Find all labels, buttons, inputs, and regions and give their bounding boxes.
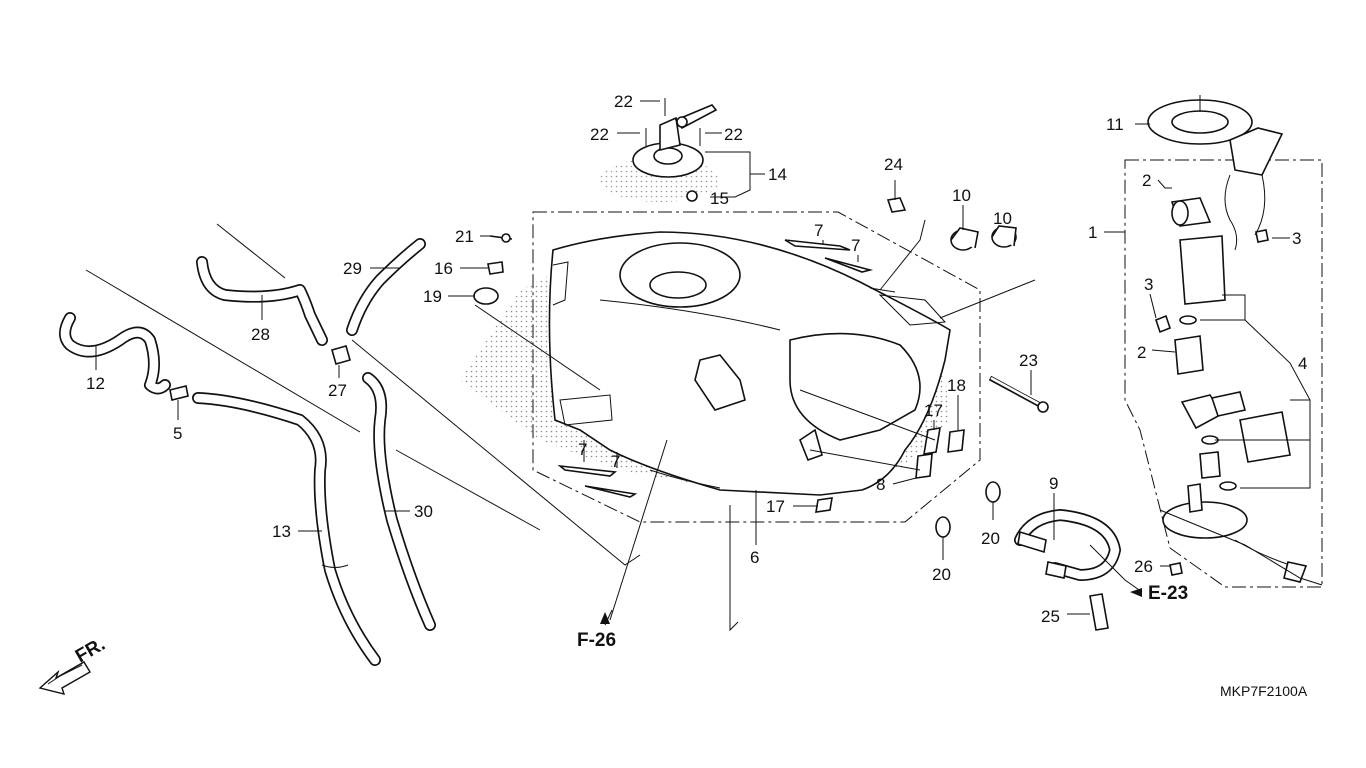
leader-lines bbox=[85, 95, 1323, 632]
connector-25 bbox=[1089, 593, 1109, 631]
callout-2-upper: 2 bbox=[1142, 171, 1151, 190]
callout-labels: 22 22 22 14 15 24 10 10 7 7 7 7 21 16 19… bbox=[86, 92, 1307, 626]
reference-f26: F-26 bbox=[577, 630, 616, 651]
fuel-tank bbox=[460, 231, 951, 496]
front-direction-arrow: FR. bbox=[38, 634, 109, 695]
callout-20-lower: 20 bbox=[932, 565, 951, 584]
callout-2-lower: 2 bbox=[1137, 343, 1146, 362]
callout-9: 9 bbox=[1049, 474, 1058, 493]
callout-8: 8 bbox=[876, 475, 885, 494]
fuel-pump-group-boundary bbox=[1124, 159, 1323, 588]
hose-12 bbox=[59, 312, 171, 395]
nut-24 bbox=[886, 197, 907, 213]
callout-25: 25 bbox=[1041, 607, 1060, 626]
callout-7-upper-right: 7 bbox=[851, 236, 860, 255]
callout-17-right: 17 bbox=[924, 401, 943, 420]
callout-15: 15 bbox=[710, 189, 729, 208]
cushions-17-18-8 bbox=[815, 427, 965, 513]
callout-3-right: 3 bbox=[1292, 229, 1301, 248]
callout-22-right: 22 bbox=[724, 125, 743, 144]
mount-rubber-10 bbox=[950, 225, 1017, 251]
callout-7-lower-right: 7 bbox=[611, 452, 620, 471]
callout-21: 21 bbox=[455, 227, 474, 246]
e23-arrow bbox=[1130, 588, 1142, 597]
callout-7-lower-left: 7 bbox=[578, 440, 587, 459]
callout-16: 16 bbox=[434, 259, 453, 278]
callout-10-right: 10 bbox=[993, 209, 1012, 228]
hose-29 bbox=[346, 238, 426, 336]
callout-23: 23 bbox=[1019, 351, 1038, 370]
callout-11: 11 bbox=[1106, 115, 1124, 134]
callout-12: 12 bbox=[86, 374, 105, 393]
f26-arrow bbox=[600, 612, 610, 624]
callout-27: 27 bbox=[328, 381, 347, 400]
callout-26: 26 bbox=[1134, 557, 1153, 576]
hose-13 bbox=[192, 392, 381, 666]
joint-5 bbox=[169, 385, 189, 401]
bolt-23 bbox=[988, 375, 1049, 413]
front-label: FR. bbox=[72, 634, 109, 667]
callout-29: 29 bbox=[343, 259, 362, 278]
callout-3-left: 3 bbox=[1144, 275, 1153, 294]
tank-group-boundary bbox=[532, 211, 981, 523]
callout-13: 13 bbox=[272, 522, 291, 541]
callout-14: 14 bbox=[768, 165, 787, 184]
joint-27 bbox=[331, 345, 351, 365]
callout-24: 24 bbox=[884, 155, 903, 174]
callout-7-upper-left: 7 bbox=[814, 221, 823, 240]
callout-1: 1 bbox=[1088, 223, 1097, 242]
grommet-19 bbox=[473, 287, 499, 305]
bolt-21 bbox=[489, 233, 513, 243]
callout-22-left: 22 bbox=[590, 125, 609, 144]
hose-30 bbox=[362, 372, 436, 631]
callout-30: 30 bbox=[414, 502, 433, 521]
callout-22-top: 22 bbox=[614, 92, 633, 111]
fuel-pump-assembly bbox=[1147, 99, 1308, 583]
callout-19: 19 bbox=[423, 287, 442, 306]
tank-trim-strips bbox=[557, 239, 874, 498]
callout-5: 5 bbox=[173, 424, 182, 443]
callout-4: 4 bbox=[1298, 354, 1307, 373]
diagram-code: MKP7F2100A bbox=[1220, 683, 1308, 699]
callout-6: 6 bbox=[750, 548, 759, 567]
callout-28: 28 bbox=[251, 325, 270, 344]
callout-10-left: 10 bbox=[952, 186, 971, 205]
hose-28 bbox=[196, 256, 328, 346]
callout-20-upper: 20 bbox=[981, 529, 1000, 548]
bolt-16 bbox=[487, 261, 504, 275]
reference-e23: E-23 bbox=[1148, 583, 1188, 604]
callout-18: 18 bbox=[947, 376, 966, 395]
fuel-filler-cap bbox=[600, 98, 720, 202]
callout-17-bottom: 17 bbox=[766, 497, 785, 516]
fuel-feed-hose-9 bbox=[1014, 509, 1121, 581]
